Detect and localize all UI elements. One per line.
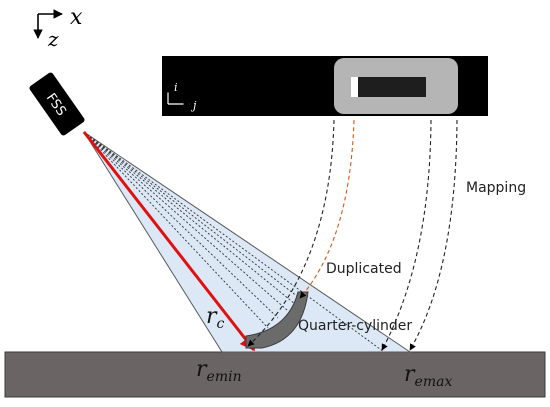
duplicated-label: Duplicated (326, 261, 402, 277)
z-axis-label: z (47, 27, 59, 51)
ground-surface (4, 351, 546, 398)
quarter-cylinder-label: Quarter-cylinder (298, 318, 412, 334)
rc-label: rc (206, 304, 225, 332)
beam-rays (83, 131, 385, 353)
fss-sensor: FSS (29, 72, 85, 136)
mapping-curve-3 (409, 119, 458, 351)
mapping-label: Mapping (466, 180, 526, 196)
quarter-cylinder-shape (245, 291, 309, 349)
mapping-curve-2 (381, 119, 432, 351)
remin-label: remin (196, 357, 242, 385)
central-ray (82, 131, 256, 352)
ij-axes: i j (164, 81, 197, 112)
beam-fan (83, 131, 412, 353)
xz-axes: x z (33, 5, 83, 51)
mapping-curves (247, 119, 458, 351)
i-axis-label: i (174, 81, 178, 94)
remax-label: remax (404, 362, 452, 390)
x-axis-label: x (70, 5, 83, 30)
image-highlight-strip (351, 77, 358, 97)
j-axis-label: j (190, 99, 197, 112)
image-dark-bar (358, 77, 426, 97)
duplicated-curve (299, 119, 355, 299)
mapping-curve-1 (247, 119, 335, 347)
